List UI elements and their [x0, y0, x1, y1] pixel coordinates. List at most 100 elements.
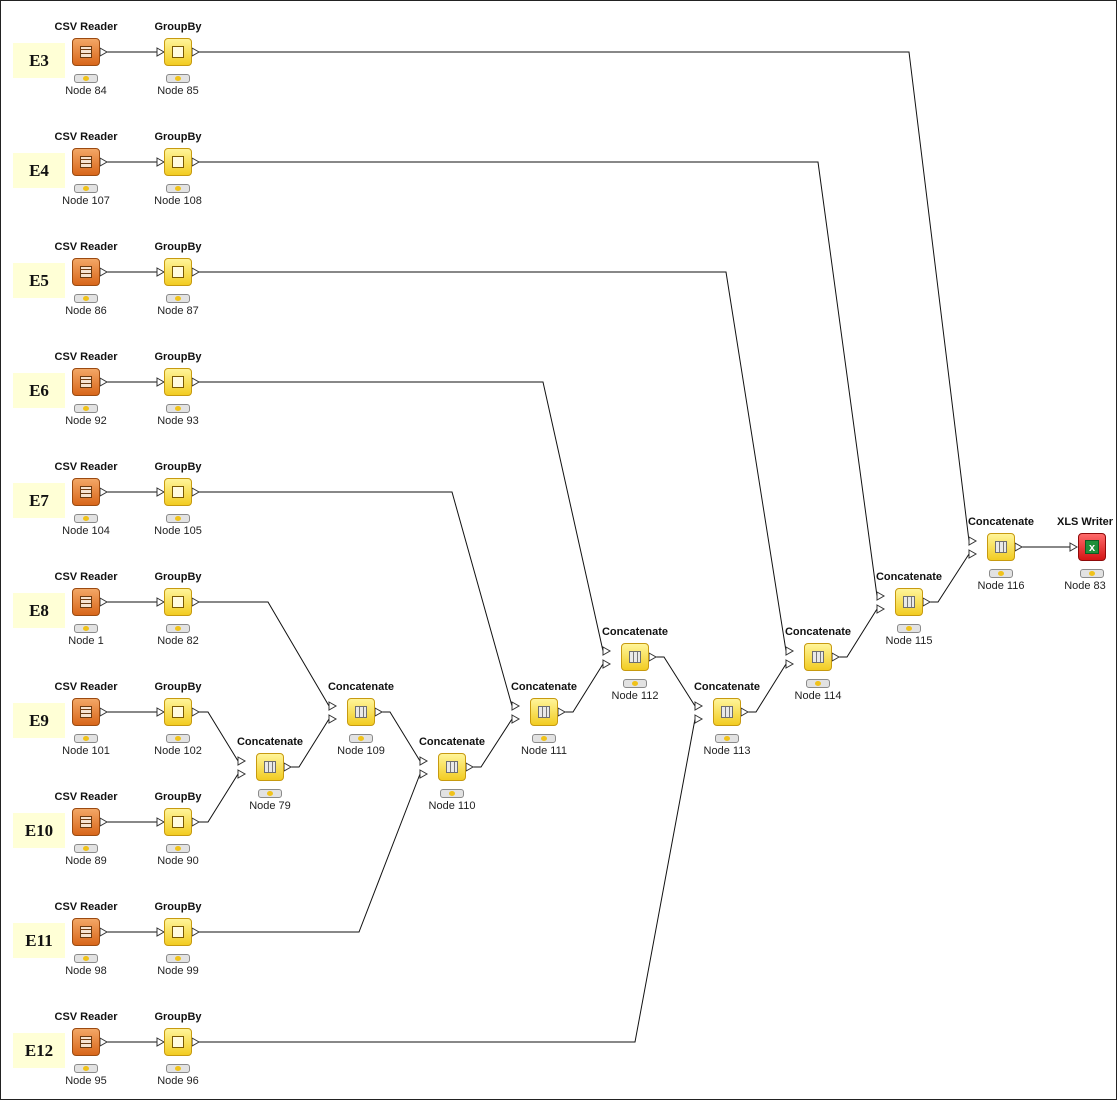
input-port[interactable]	[694, 714, 704, 724]
groupby-node[interactable]: GroupBy Node 105	[138, 461, 218, 571]
groupby-node[interactable]: GroupBy Node 85	[138, 21, 218, 131]
input-port[interactable]	[968, 549, 978, 559]
csv-reader-icon[interactable]	[72, 368, 100, 396]
node-label[interactable]: Node 109	[337, 745, 385, 757]
output-port[interactable]	[99, 817, 109, 827]
input-port[interactable]	[419, 769, 429, 779]
groupby-icon[interactable]	[164, 698, 192, 726]
csv-reader-node[interactable]: CSV Reader Node 84	[46, 21, 126, 131]
output-port[interactable]	[648, 652, 658, 662]
node-label[interactable]: Node 102	[154, 745, 202, 757]
input-port[interactable]	[694, 701, 704, 711]
groupby-node[interactable]: GroupBy Node 82	[138, 571, 218, 681]
input-port[interactable]	[237, 756, 247, 766]
output-port[interactable]	[374, 707, 384, 717]
output-port[interactable]	[99, 377, 109, 387]
node-label[interactable]: Node 111	[520, 745, 568, 757]
csv-reader-node[interactable]: CSV Reader Node 92	[46, 351, 126, 461]
groupby-node[interactable]: GroupBy Node 96	[138, 1011, 218, 1099]
output-port[interactable]	[557, 707, 567, 717]
node-label[interactable]: Node 101	[62, 745, 110, 757]
output-port[interactable]	[191, 157, 201, 167]
concatenate-icon[interactable]	[438, 753, 466, 781]
output-port[interactable]	[191, 927, 201, 937]
csv-reader-icon[interactable]	[72, 478, 100, 506]
concatenate-icon[interactable]	[895, 588, 923, 616]
output-port[interactable]	[99, 707, 109, 717]
groupby-icon[interactable]	[164, 148, 192, 176]
csv-reader-node[interactable]: CSV Reader Node 86	[46, 241, 126, 351]
groupby-node[interactable]: GroupBy Node 102	[138, 681, 218, 791]
node-label[interactable]: Node 115	[885, 635, 933, 647]
input-port[interactable]	[785, 646, 795, 656]
node-label[interactable]: Node 99	[157, 965, 199, 977]
node-label[interactable]: Node 112	[611, 690, 659, 702]
csv-reader-node[interactable]: CSV Reader Node 104	[46, 461, 126, 571]
node-label[interactable]: Node 98	[65, 965, 107, 977]
groupby-node[interactable]: GroupBy Node 93	[138, 351, 218, 461]
node-label[interactable]: Node 114	[794, 690, 842, 702]
node-label[interactable]: Node 113	[703, 745, 751, 757]
groupby-node[interactable]: GroupBy Node 90	[138, 791, 218, 901]
input-port[interactable]	[968, 536, 978, 546]
node-label[interactable]: Node 93	[157, 415, 199, 427]
node-label[interactable]: Node 116	[977, 580, 1025, 592]
concatenate-icon[interactable]	[713, 698, 741, 726]
input-port[interactable]	[785, 659, 795, 669]
concatenate-icon[interactable]	[621, 643, 649, 671]
input-port[interactable]	[156, 157, 166, 167]
output-port[interactable]	[831, 652, 841, 662]
xls-writer-node[interactable]: XLS Writer x Node 83	[1052, 516, 1116, 626]
input-port[interactable]	[156, 927, 166, 937]
node-label[interactable]: Node 1	[68, 635, 104, 647]
csv-reader-icon[interactable]	[72, 1028, 100, 1056]
groupby-node[interactable]: GroupBy Node 87	[138, 241, 218, 351]
concatenate-icon[interactable]	[530, 698, 558, 726]
output-port[interactable]	[465, 762, 475, 772]
input-port[interactable]	[156, 47, 166, 57]
input-port[interactable]	[1069, 542, 1079, 552]
groupby-icon[interactable]	[164, 588, 192, 616]
node-label[interactable]: Node 105	[154, 525, 202, 537]
output-port[interactable]	[191, 377, 201, 387]
node-label[interactable]: Node 86	[65, 305, 107, 317]
output-port[interactable]	[283, 762, 293, 772]
csv-reader-node[interactable]: CSV Reader Node 95	[46, 1011, 126, 1099]
node-label[interactable]: Node 82	[157, 635, 199, 647]
csv-reader-node[interactable]: CSV Reader Node 98	[46, 901, 126, 1011]
concatenate-node[interactable]: Concatenate Node 79	[230, 736, 310, 846]
groupby-node[interactable]: GroupBy Node 108	[138, 131, 218, 241]
node-label[interactable]: Node 89	[65, 855, 107, 867]
output-port[interactable]	[99, 1037, 109, 1047]
node-label[interactable]: Node 104	[62, 525, 110, 537]
concatenate-node[interactable]: Concatenate Node 110	[412, 736, 492, 846]
concatenate-node[interactable]: Concatenate Node 113	[687, 681, 767, 791]
input-port[interactable]	[156, 597, 166, 607]
input-port[interactable]	[156, 1037, 166, 1047]
node-label[interactable]: Node 79	[249, 800, 291, 812]
node-label[interactable]: Node 107	[62, 195, 110, 207]
output-port[interactable]	[99, 487, 109, 497]
output-port[interactable]	[191, 1037, 201, 1047]
input-port[interactable]	[876, 591, 886, 601]
output-port[interactable]	[191, 707, 201, 717]
groupby-icon[interactable]	[164, 38, 192, 66]
node-label[interactable]: Node 83	[1064, 580, 1106, 592]
groupby-icon[interactable]	[164, 808, 192, 836]
csv-reader-icon[interactable]	[72, 148, 100, 176]
concatenate-icon[interactable]	[347, 698, 375, 726]
output-port[interactable]	[191, 597, 201, 607]
node-label[interactable]: Node 95	[65, 1075, 107, 1087]
csv-reader-node[interactable]: CSV Reader Node 1	[46, 571, 126, 681]
groupby-node[interactable]: GroupBy Node 99	[138, 901, 218, 1011]
input-port[interactable]	[328, 714, 338, 724]
concatenate-node[interactable]: Concatenate Node 112	[595, 626, 675, 736]
csv-reader-node[interactable]: CSV Reader Node 107	[46, 131, 126, 241]
csv-reader-icon[interactable]	[72, 918, 100, 946]
node-label[interactable]: Node 110	[428, 800, 476, 812]
csv-reader-icon[interactable]	[72, 698, 100, 726]
csv-reader-node[interactable]: CSV Reader Node 101	[46, 681, 126, 791]
input-port[interactable]	[602, 646, 612, 656]
node-label[interactable]: Node 96	[157, 1075, 199, 1087]
output-port[interactable]	[99, 157, 109, 167]
